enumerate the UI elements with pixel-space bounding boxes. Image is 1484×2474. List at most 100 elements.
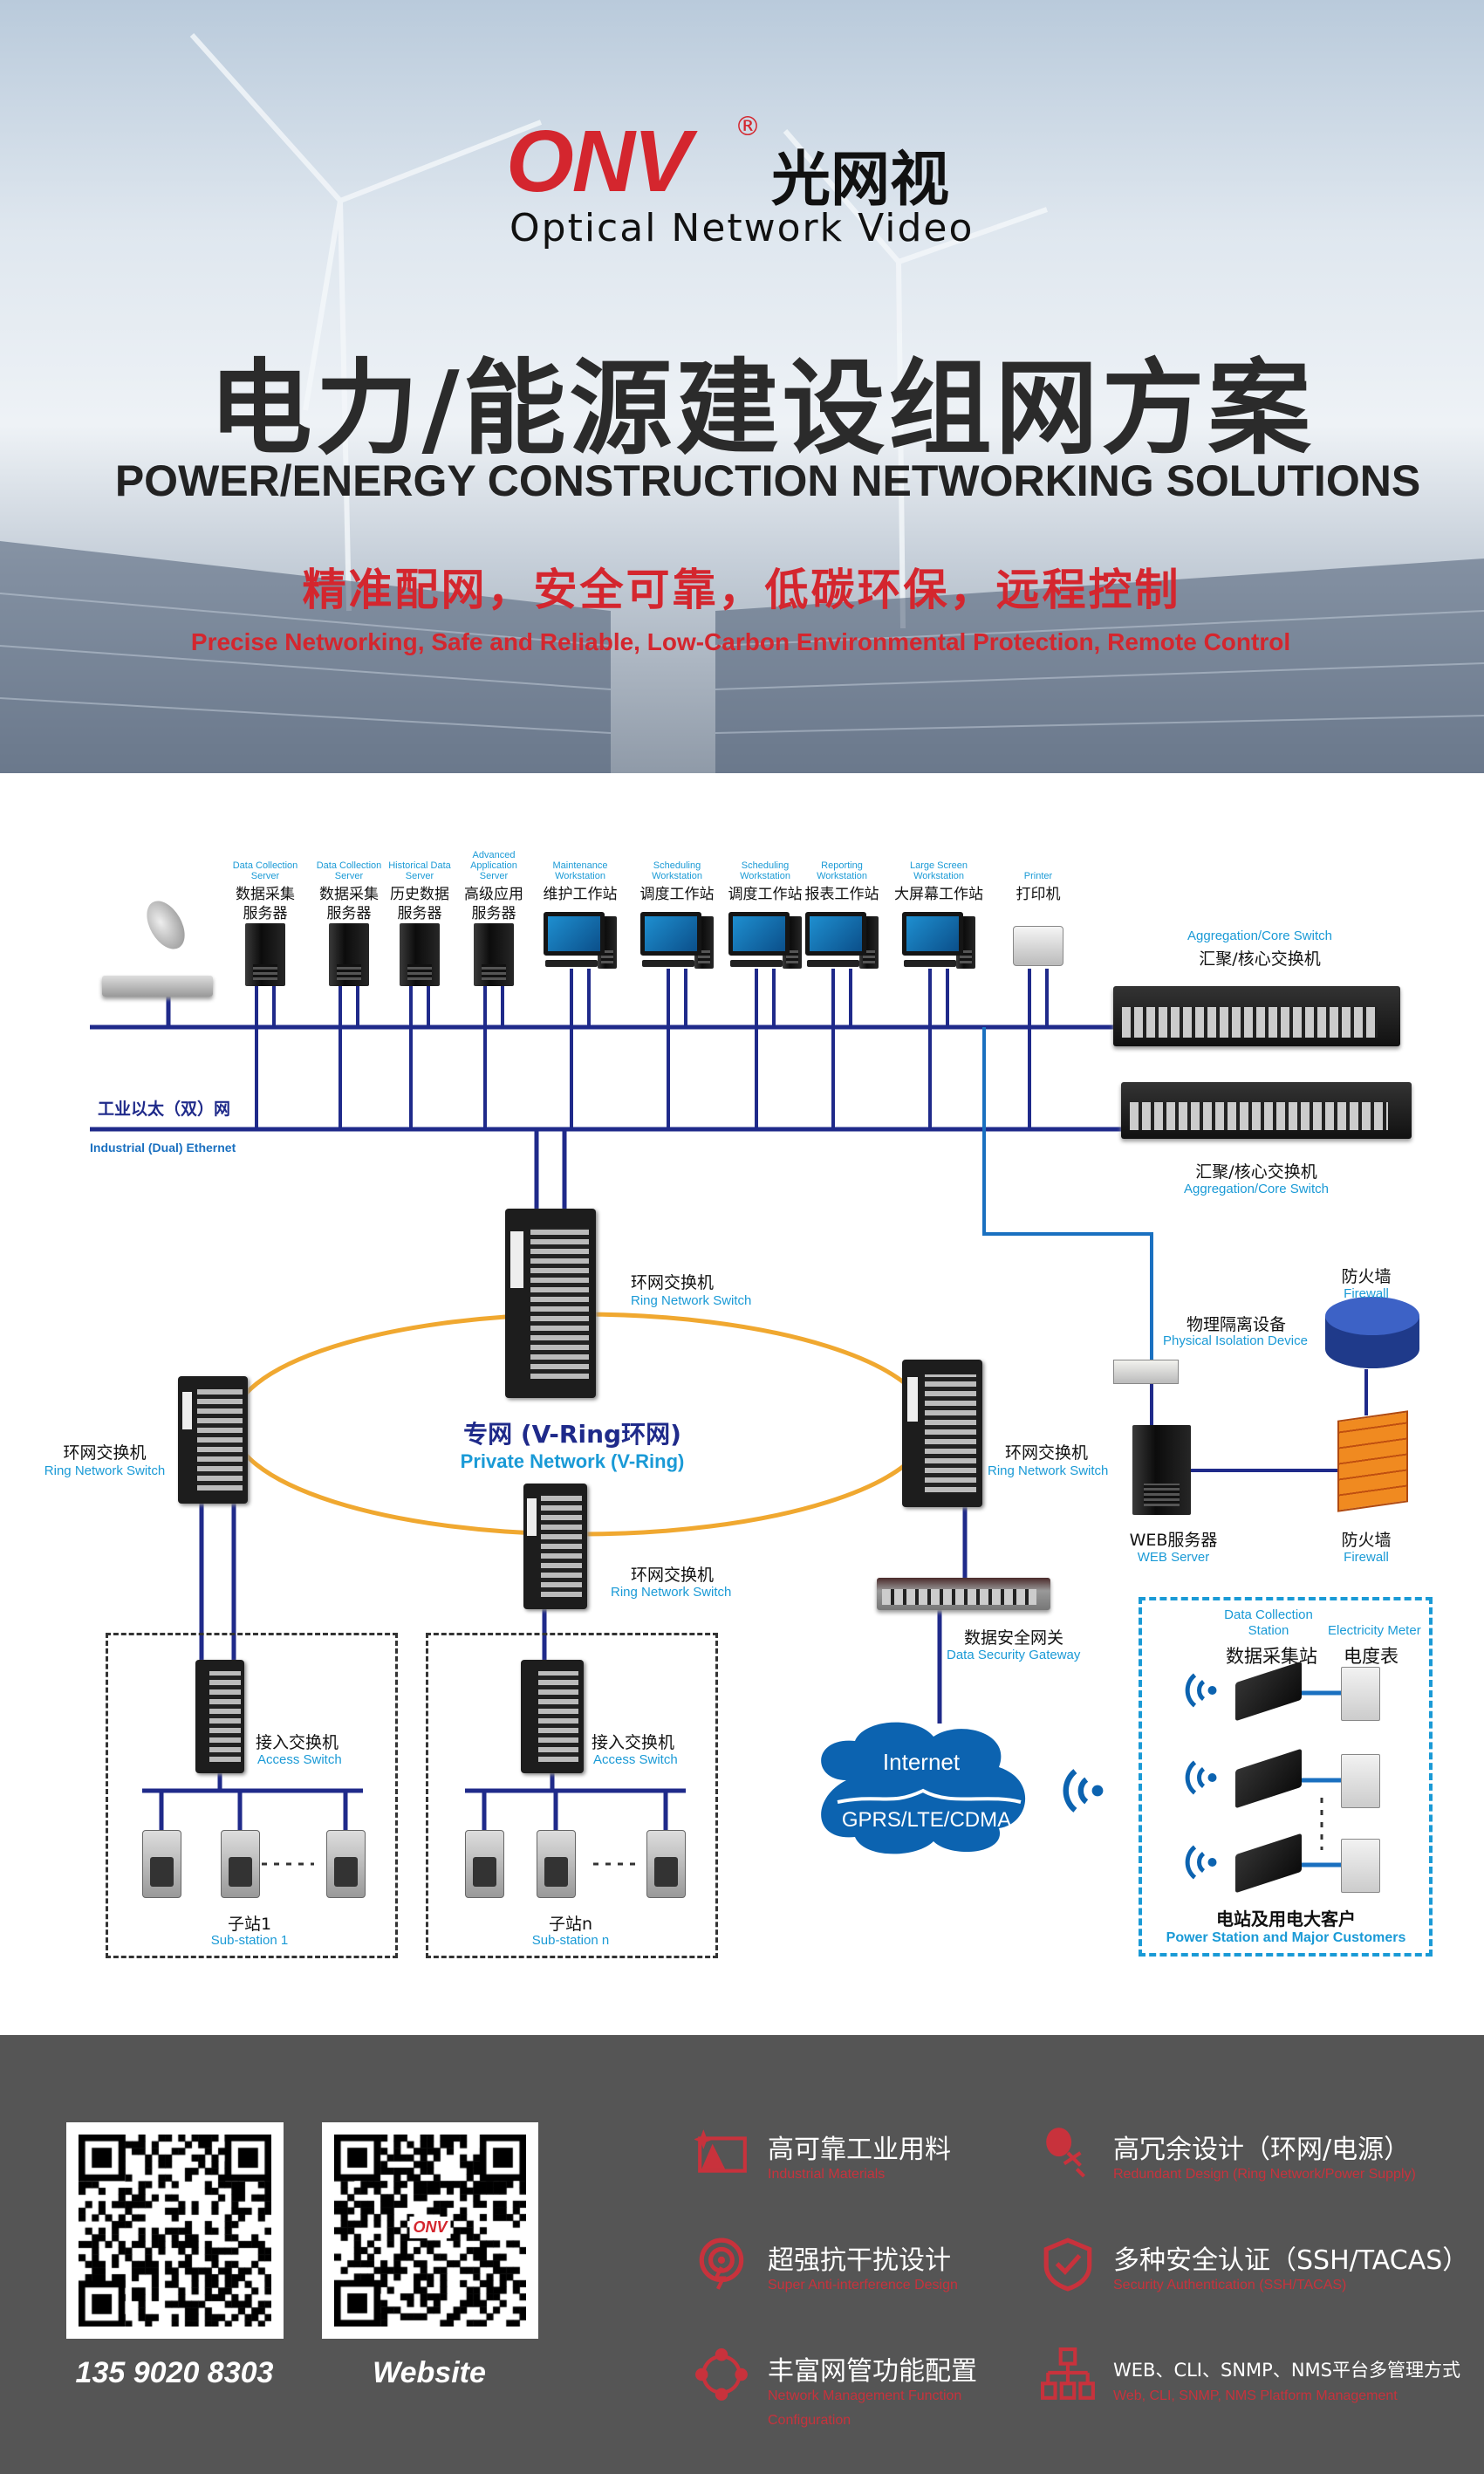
device-label-en: Data Collection Server bbox=[232, 860, 298, 881]
device-label-zh: 高级应用 服务器 bbox=[464, 886, 523, 922]
ring-switch-left-label-en: Ring Network Switch bbox=[44, 1463, 166, 1478]
qr-logo: ONV bbox=[409, 2217, 451, 2238]
substation-n-box bbox=[426, 1633, 718, 1958]
device-label-en: Scheduling Workstation bbox=[740, 860, 790, 881]
meter-label-en: Electricity Meter bbox=[1328, 1623, 1421, 1638]
feature-title: 多种安全认证（SSH/TACAS） bbox=[1113, 2245, 1469, 2276]
ring-switch-left bbox=[178, 1376, 248, 1504]
logo-chinese-name: 光网视 bbox=[771, 145, 950, 215]
core-switch-top-label-en: Aggregation/Core Switch bbox=[1187, 929, 1332, 943]
keyboard-icon bbox=[904, 960, 956, 967]
gateway-label-zh: 数据安全网关 bbox=[964, 1628, 1064, 1648]
printer-icon bbox=[1013, 926, 1063, 966]
terminal-device-icon bbox=[221, 1830, 260, 1898]
monitor-icon bbox=[544, 912, 605, 956]
electricity-meter-icon bbox=[1341, 1754, 1380, 1808]
device-label-zh: 打印机 bbox=[1016, 886, 1061, 903]
access-switch-n-label-en: Access Switch bbox=[593, 1752, 678, 1767]
feature-subtitle: Redundant Design (Ring Network/Power Sup… bbox=[1113, 2167, 1416, 2182]
wifi-signal-icon bbox=[1056, 1763, 1111, 1819]
terminal-screen bbox=[334, 1857, 358, 1887]
industrial-material-icon bbox=[693, 2126, 750, 2182]
gateway-label-en: Data Security Gateway bbox=[947, 1648, 1081, 1662]
electricity-meter-icon bbox=[1341, 1667, 1380, 1721]
access-switch-1-label-zh: 接入交换机 bbox=[256, 1733, 339, 1752]
cellular-label: GPRS/LTE/CDMA bbox=[841, 1808, 1012, 1832]
qr-code-phone[interactable] bbox=[66, 2122, 284, 2339]
device-label-en: Advanced Application Server bbox=[470, 850, 517, 881]
page-title-cn: 电力/能源建设组网方案 bbox=[209, 348, 1315, 469]
ethernet-label-cn: 工业以太（双）网 bbox=[98, 1100, 231, 1119]
power-station-title-en: Power Station and Major Customers bbox=[1166, 1930, 1406, 1945]
device-label-zh: 数据采集 服务器 bbox=[236, 886, 295, 922]
web-server-label-zh: WEB服务器 bbox=[1129, 1531, 1218, 1550]
server-tower-icon bbox=[245, 923, 285, 986]
feature-title: 高冗余设计（环网/电源） bbox=[1113, 2135, 1411, 2165]
substation-1-label-zh: 子站1 bbox=[227, 1915, 272, 1934]
server-tower-icon bbox=[474, 923, 514, 986]
access-switch-n-label-zh: 接入交换机 bbox=[592, 1733, 675, 1752]
qr-code-website[interactable]: ONV bbox=[322, 2122, 538, 2339]
ring-switch-right bbox=[902, 1360, 982, 1507]
internet-cloud-icon bbox=[821, 1722, 1026, 1854]
terminal-screen bbox=[544, 1857, 568, 1887]
keyboard-icon bbox=[807, 960, 859, 967]
core-switch-top-label-zh: 汇聚/核心交换机 bbox=[1199, 949, 1321, 969]
substation-1-label-en: Sub-station 1 bbox=[210, 1933, 289, 1948]
ring-switch-top-label-zh: 环网交换机 bbox=[631, 1273, 715, 1292]
device-label-zh: 大屏幕工作站 bbox=[894, 886, 983, 903]
station-label-en: Data Collection Station bbox=[1224, 1607, 1313, 1638]
device-label-zh: 调度工作站 bbox=[728, 886, 803, 903]
wifi-signal-icon bbox=[1180, 1669, 1223, 1712]
hero-banner: ONV ® 光网视 Optical Network Video 电力/能源建设组… bbox=[0, 0, 1484, 773]
web-server-label-en: WEB Server bbox=[1137, 1550, 1210, 1565]
ring-switch-bottom-label-en: Ring Network Switch bbox=[611, 1585, 732, 1600]
anti-interference-icon bbox=[694, 2237, 750, 2292]
slogan-cn: 精准配网，安全可靠，低碳环保，远程控制 bbox=[302, 565, 1181, 615]
device-label-zh: 调度工作站 bbox=[639, 886, 715, 903]
ring-name-cn: 专网 (V-Ring环网) bbox=[463, 1420, 681, 1449]
terminal-device-icon bbox=[465, 1830, 504, 1898]
feature-title: 高可靠工业用料 bbox=[768, 2135, 951, 2165]
logo-tagline: Optical Network Video bbox=[509, 206, 975, 250]
terminal-device-icon bbox=[142, 1830, 181, 1898]
hierarchy-icon bbox=[1041, 2347, 1097, 2403]
feature-subtitle: Industrial Materials bbox=[768, 2167, 886, 2182]
access-switch-1 bbox=[195, 1660, 244, 1773]
ring-name-en: Private Network (V-Ring) bbox=[460, 1450, 685, 1472]
firewall-top-label-en: Firewall bbox=[1344, 1286, 1389, 1301]
ethernet-label-en: Industrial (Dual) Ethernet bbox=[90, 1141, 236, 1155]
access-switch-1-label-en: Access Switch bbox=[257, 1752, 342, 1767]
electricity-meter-icon bbox=[1341, 1839, 1380, 1893]
terminal-device-icon bbox=[537, 1830, 576, 1898]
wifi-signal-icon bbox=[1180, 1840, 1223, 1884]
substation-n-label-en: Sub-station n bbox=[531, 1933, 610, 1948]
feature-title: 超强抗干扰设计 bbox=[768, 2245, 951, 2276]
monitor-icon bbox=[728, 912, 790, 956]
keyboard-icon bbox=[730, 960, 783, 967]
internet-label: Internet bbox=[882, 1749, 961, 1775]
terminal-screen bbox=[229, 1857, 252, 1887]
core-switch-bottom bbox=[1121, 1082, 1412, 1139]
feature-title: WEB、CLI、SNMP、NMS平台多管理方式 bbox=[1113, 2360, 1460, 2381]
device-label-en: Large Screen Workstation bbox=[909, 860, 968, 881]
slogan-en: Precise Networking, Safe and Reliable, L… bbox=[190, 628, 1291, 655]
monitor-icon bbox=[805, 912, 866, 956]
firewall-brick-icon bbox=[1337, 1410, 1408, 1512]
device-label-en: Printer bbox=[1023, 871, 1053, 881]
ring-switch-bottom bbox=[523, 1484, 587, 1609]
redundant-plug-icon bbox=[1041, 2126, 1097, 2182]
keyboard-icon bbox=[545, 960, 598, 967]
rack-server-icon bbox=[102, 976, 213, 997]
monitor-icon bbox=[902, 912, 963, 956]
device-label-en: Historical Data Server bbox=[388, 860, 451, 881]
access-switch-n bbox=[521, 1660, 584, 1773]
firewall-top-label-zh: 防火墙 bbox=[1341, 1267, 1392, 1286]
ring-switch-left-label-zh: 环网交换机 bbox=[63, 1443, 147, 1463]
terminal-device-icon bbox=[646, 1830, 686, 1898]
device-label-zh: 维护工作站 bbox=[543, 886, 618, 903]
substation-1-box bbox=[106, 1633, 398, 1958]
page-title-en: POWER/ENERGY CONSTRUCTION NETWORKING SOL… bbox=[114, 456, 1421, 505]
server-tower-icon bbox=[400, 923, 440, 986]
